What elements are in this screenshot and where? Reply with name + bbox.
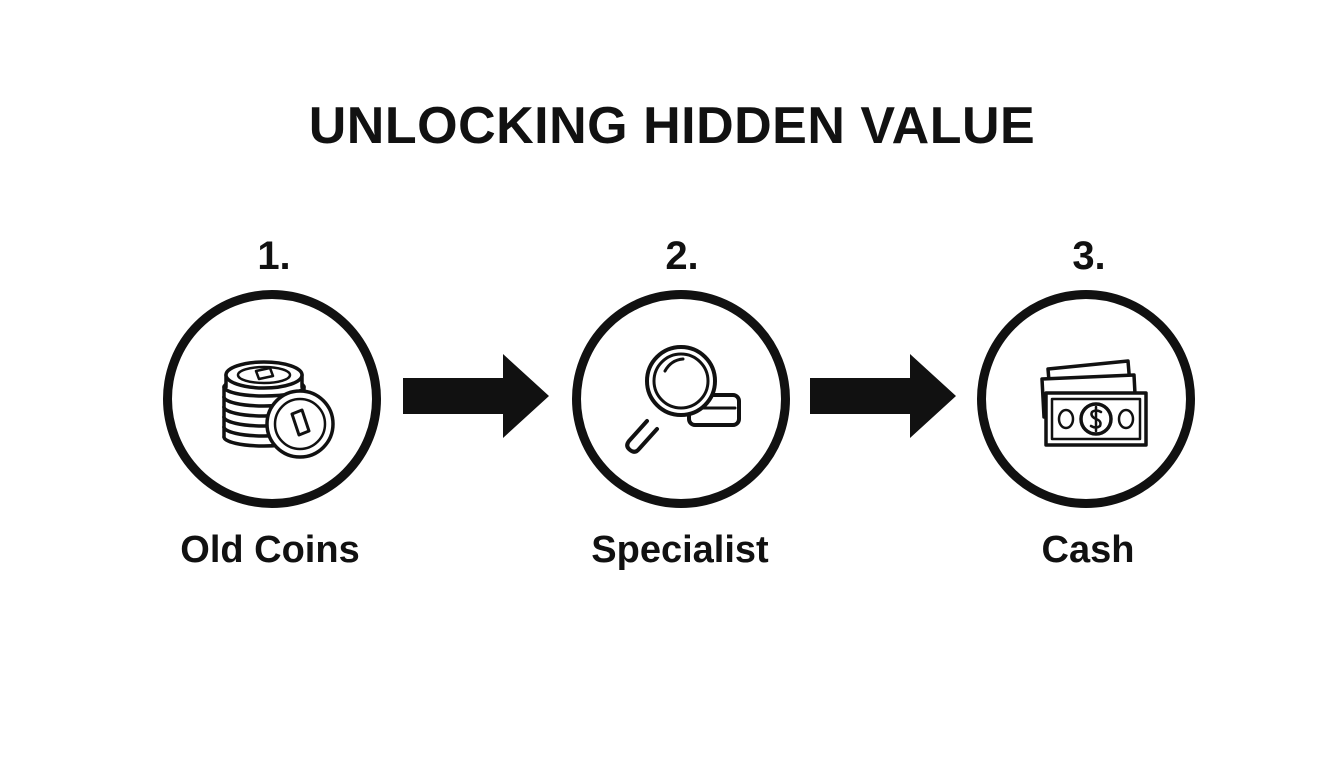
cash-icon — [1040, 359, 1148, 447]
step-2-circle — [572, 290, 790, 508]
step-3-label: Cash — [1041, 529, 1135, 571]
step-2-label: Specialist — [591, 529, 769, 571]
magnifier-icon — [625, 345, 741, 454]
step-3-number: 3. — [1072, 234, 1106, 278]
coins-icon — [222, 360, 335, 459]
step-1-circle — [163, 290, 381, 508]
arrow-right-icon — [403, 354, 549, 438]
step-3-circle — [977, 290, 1195, 508]
step-2-number: 2. — [665, 234, 699, 278]
diagram-title: UNLOCKING HIDDEN VALUE — [308, 97, 1036, 155]
arrow-right-icon — [810, 354, 956, 438]
step-1-label: Old Coins — [180, 529, 360, 571]
step-1-number: 1. — [257, 234, 291, 278]
